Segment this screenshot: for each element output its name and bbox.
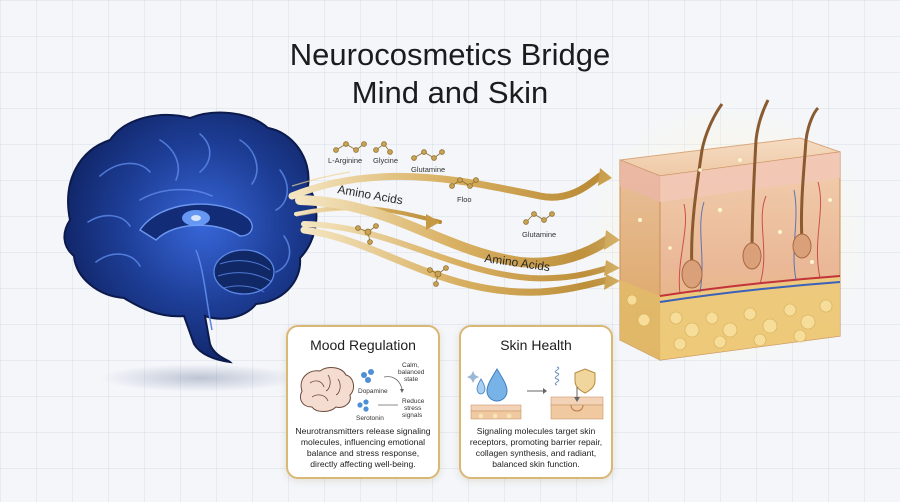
molecule-icon [373, 141, 393, 155]
arrow-right-icon [543, 388, 547, 394]
brain-illustration [63, 111, 318, 364]
title-line-1: Neurocosmetics Bridge [289, 37, 611, 72]
skin-diagram-icon [467, 366, 604, 420]
reduce-line-1: Reduce [402, 398, 425, 405]
reduce-line-2: stress [404, 405, 422, 412]
molecule-label-glycine: Glycine [373, 156, 398, 165]
molecule-icon [355, 223, 379, 245]
title-line-2: Mind and Skin [351, 75, 549, 110]
collagen-spring-icon [554, 366, 560, 386]
mood-regulation-card: Mood Regulation Dopamine Serotonin Calm,… [286, 325, 440, 479]
calm-line-3: state [404, 376, 418, 383]
molecule-label-l-arginine: L-Arginine [328, 156, 362, 165]
shield-icon [574, 368, 596, 394]
sparkles [638, 158, 832, 264]
dopamine-molecule-icon [361, 369, 374, 383]
sparkle-icon [467, 371, 479, 383]
receptor-layer-icon [550, 387, 604, 420]
mood-card-description: Neurotransmitters release signaling mole… [295, 426, 431, 469]
molecule-icon [449, 177, 479, 189]
hair-follicles [681, 99, 820, 289]
skin-layer-icon [470, 404, 522, 420]
serotonin-label: Serotonin [356, 415, 384, 422]
small-brain-icon [299, 367, 354, 412]
mood-card-title: Mood Regulation [310, 337, 416, 353]
skin-health-card: Skin Health Signaling molecules [459, 325, 613, 479]
brain-shadow [100, 364, 300, 392]
arrow-down-icon [400, 389, 404, 393]
molecule-icon [333, 141, 367, 153]
molecule-icon [427, 265, 449, 287]
arrow-head-5 [426, 214, 440, 230]
skin-card-title: Skin Health [500, 337, 572, 353]
reduce-line-3: signals [402, 412, 423, 419]
molecule-icon [411, 149, 445, 161]
page-title: Neurocosmetics Bridge Mind and Skin [0, 36, 900, 112]
calm-line-2: balanced [398, 369, 425, 376]
water-drop-icon [476, 368, 508, 402]
molecule-icons [333, 141, 555, 287]
calm-line-1: Calm, [402, 362, 419, 369]
molecule-label-glutamine-top: Glutamine [411, 165, 445, 174]
dopamine-label: Dopamine [358, 388, 388, 395]
molecule-label-glutamine-mid: Glutamine [522, 230, 556, 239]
mood-diagram-icon: Dopamine Serotonin Calm, balanced state … [299, 362, 425, 422]
serotonin-molecule-icon [357, 399, 369, 412]
molecule-icon [523, 211, 555, 225]
molecule-label-floo: Floo [457, 195, 472, 204]
skin-card-description: Signaling molecules target skin receptor… [469, 426, 603, 469]
skin-cross-section [578, 96, 878, 376]
